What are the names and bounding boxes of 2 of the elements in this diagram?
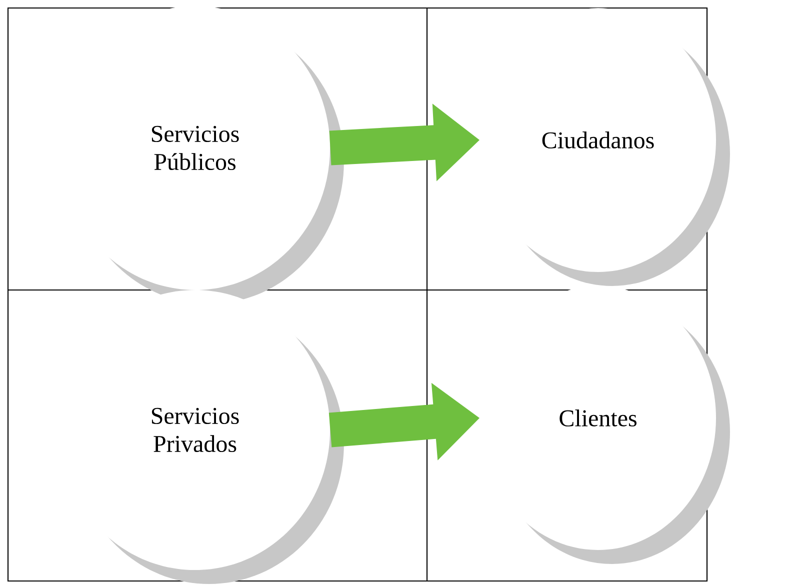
node-label: Servicios Privados [152,408,239,452]
node-label: Servicios Públicos [152,126,239,170]
